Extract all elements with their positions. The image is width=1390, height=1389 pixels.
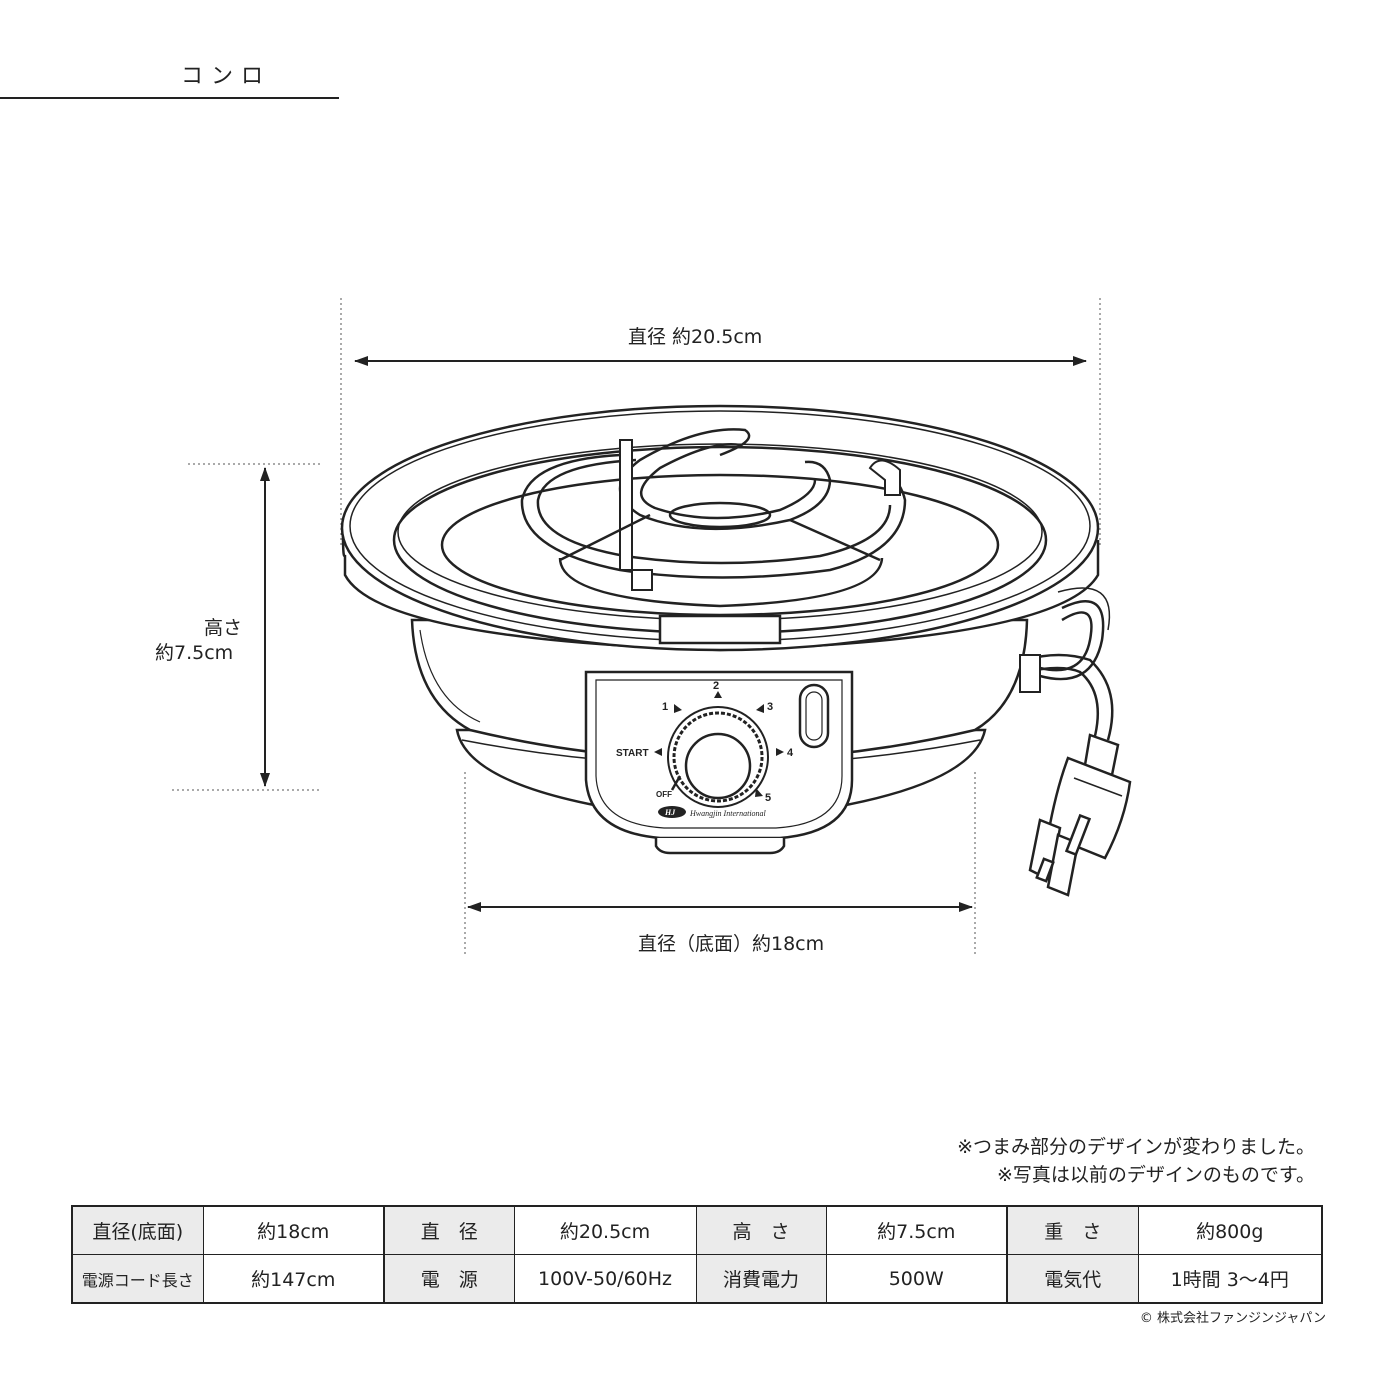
knob-label-3: 3	[767, 701, 773, 713]
knob-label-2: 2	[713, 680, 719, 692]
dimension-arrows	[260, 356, 1087, 912]
knob	[667, 706, 769, 808]
diameter-top-label: 直径 約20.5cm	[628, 326, 763, 348]
spec-table: 直径(底面) 約18cm 直 径 約20.5cm 高 さ 約7.5cm 重 さ …	[71, 1205, 1323, 1304]
spec-value: 約7.5cm	[825, 1205, 1008, 1255]
spec-label: 消費電力	[695, 1254, 827, 1304]
plug	[1028, 733, 1132, 897]
heating-coil	[520, 428, 907, 608]
copyright: © 株式会社ファンジンジャパン	[1139, 1311, 1326, 1326]
dimension-guides	[172, 298, 1101, 955]
brand-logo: HJ Hwangjin International	[658, 806, 767, 818]
table-row: 直径(底面) 約18cm 直 径 約20.5cm 高 さ 約7.5cm 重 さ …	[71, 1205, 1323, 1255]
spec-label: 高 さ	[695, 1205, 827, 1255]
knob-label-4: 4	[787, 747, 794, 759]
brand-name: Hwangjin International	[689, 809, 767, 818]
spec-value: 100V-50/60Hz	[513, 1254, 697, 1304]
spec-label: 重 さ	[1006, 1205, 1139, 1255]
diameter-bottom-label: 直径（底面）約18cm	[638, 933, 825, 955]
power-cord	[1019, 587, 1114, 741]
page-title: コンロ	[181, 64, 272, 89]
spec-value: 約800g	[1137, 1205, 1323, 1255]
knob-indicators: 1 2 3 4 5 START OFF	[616, 680, 794, 804]
knob-label-start: START	[616, 748, 649, 759]
spec-label: 電気代	[1006, 1254, 1139, 1304]
spec-label: 電源コード長さ	[71, 1254, 204, 1304]
note-design-change: ※つまみ部分のデザインが変わりました。	[957, 1136, 1315, 1158]
spec-label: 直 径	[383, 1205, 515, 1255]
spec-value: 約18cm	[202, 1205, 385, 1255]
height-label-line2: 約7.5cm	[155, 642, 234, 664]
spec-value: 500W	[825, 1254, 1008, 1304]
knob-label-1: 1	[662, 701, 668, 713]
knob-label-5: 5	[765, 792, 771, 804]
table-row: 電源コード長さ 約147cm 電 源 100V-50/60Hz 消費電力 500…	[71, 1254, 1323, 1304]
spec-value: 約20.5cm	[513, 1205, 697, 1255]
spec-label: 電 源	[383, 1254, 515, 1304]
spec-value: 1時間 3〜4円	[1137, 1254, 1323, 1304]
title-underline	[0, 97, 339, 99]
height-label-line1: 高さ	[204, 617, 243, 639]
spec-value: 約147cm	[202, 1254, 385, 1304]
note-photo-old: ※写真は以前のデザインのものです。	[996, 1164, 1315, 1186]
knob-label-off: OFF	[656, 790, 672, 799]
spec-label: 直径(底面)	[71, 1205, 204, 1255]
brand-logo-mark: HJ	[664, 808, 676, 817]
